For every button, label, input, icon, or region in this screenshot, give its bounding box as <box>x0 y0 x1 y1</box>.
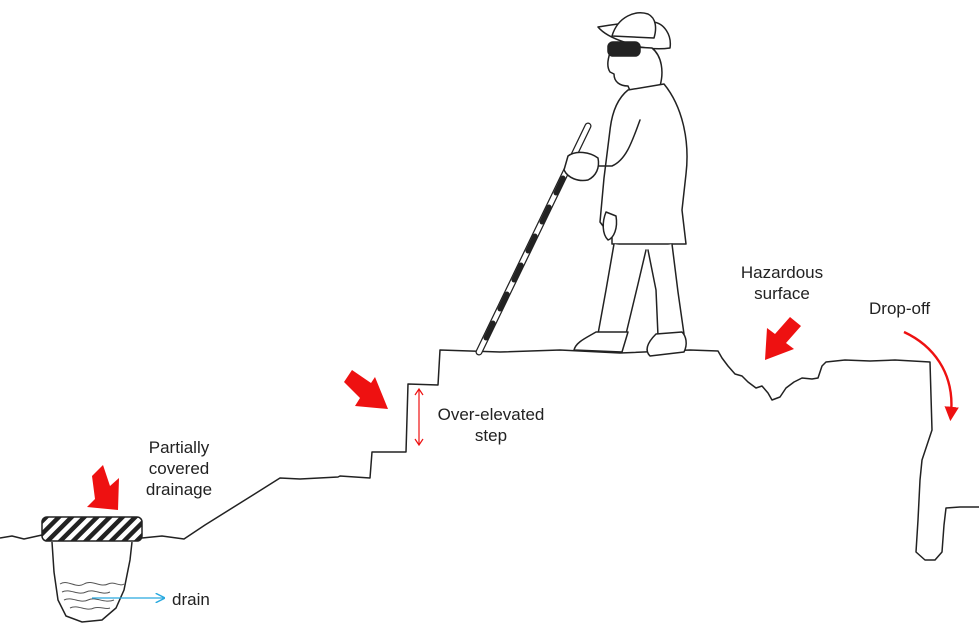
red-arrow-step <box>344 370 388 409</box>
label-hazardous-surface: Hazardous surface <box>728 262 836 304</box>
label-drain: drain <box>172 590 210 609</box>
label-line: surface <box>754 284 810 303</box>
label-partially-covered-drainage: Partially covered drainage <box>126 437 232 500</box>
red-curved-arrow-drop-off <box>903 330 959 422</box>
label-line: covered <box>148 459 210 478</box>
label-line: drainage <box>145 480 213 499</box>
red-arrow-drainage <box>87 465 119 510</box>
person-with-white-cane-icon <box>475 12 688 357</box>
label-line: Over-elevated <box>437 405 545 424</box>
drain-cover-grate <box>41 516 143 542</box>
red-arrow-surface <box>765 317 801 360</box>
label-over-elevated-step: Over-elevated step <box>424 404 558 446</box>
label-line: step <box>474 426 508 445</box>
step-height-arrowheads <box>414 387 424 447</box>
drain-water <box>59 581 125 610</box>
label-line: Partially <box>148 438 210 457</box>
label-line: Hazardous <box>740 263 824 282</box>
drain-pit <box>51 541 133 623</box>
label-drop-off: Drop-off <box>869 299 931 318</box>
